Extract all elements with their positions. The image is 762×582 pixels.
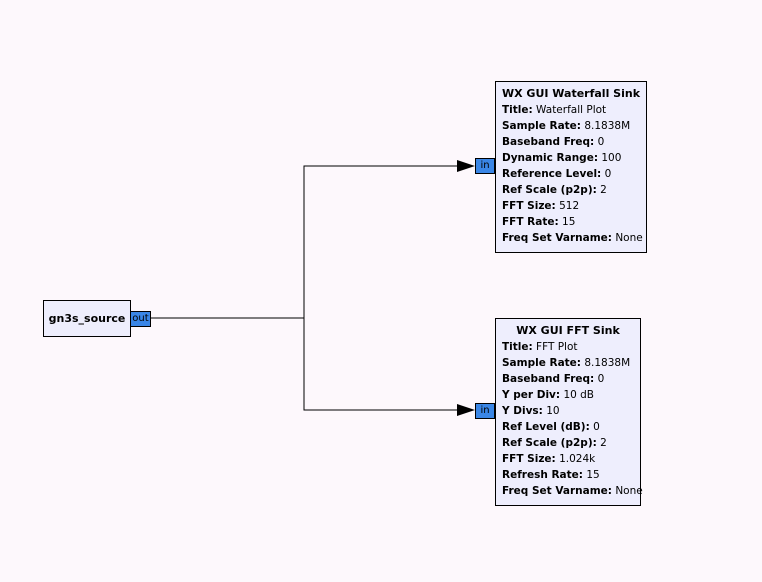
waterfall-param-row: Ref Scale (p2p): 2 (496, 182, 646, 198)
fft-param-value: 0 (597, 373, 605, 385)
wire-source-to-waterfall[interactable] (151, 165, 458, 319)
waterfall-param-value: 0 (597, 136, 605, 148)
arrow-fft-in (457, 404, 475, 416)
waterfall-in-port[interactable]: in (475, 158, 495, 174)
fft-param-value: 0 (593, 421, 600, 433)
source-out-port[interactable]: out (130, 311, 151, 327)
fft-param-key: Sample Rate: (502, 357, 581, 369)
fft-param-value: FFT Plot (536, 341, 578, 353)
waterfall-param-key: FFT Rate: (502, 216, 559, 228)
fft-param-value: 2 (600, 437, 607, 449)
waterfall-sink-block[interactable]: WX GUI Waterfall Sink Title: Waterfall P… (495, 81, 647, 253)
waterfall-param-key: Freq Set Varname: (502, 232, 612, 244)
fft-sink-title: WX GUI FFT Sink (516, 324, 620, 337)
waterfall-param-row: Title: Waterfall Plot (496, 102, 646, 118)
fft-param-key: Ref Level (dB): (502, 421, 590, 433)
waterfall-param-row: Freq Set Varname: None (496, 230, 646, 246)
fft-param-value: 8.1838M (584, 357, 631, 369)
fft-param-value: None (615, 485, 643, 497)
fft-param-row: Y per Div: 10 dB (496, 387, 640, 403)
gn3s-source-block[interactable]: gn3s_source (43, 300, 131, 337)
waterfall-param-row: FFT Size: 512 (496, 198, 646, 214)
waterfall-param-value: None (615, 232, 643, 244)
waterfall-param-value: 15 (562, 216, 576, 228)
waterfall-param-key: FFT Size: (502, 200, 556, 212)
waterfall-param-key: Reference Level: (502, 168, 602, 180)
gn3s-source-title: gn3s_source (48, 312, 126, 325)
waterfall-param-value: 512 (559, 200, 580, 212)
fft-param-value: 15 (586, 469, 600, 481)
waterfall-param-value: 2 (600, 184, 607, 196)
arrow-waterfall-in (457, 160, 475, 172)
waterfall-param-key: Sample Rate: (502, 120, 581, 132)
waterfall-param-value: 8.1838M (584, 120, 631, 132)
fft-param-row: Y Divs: 10 (496, 403, 640, 419)
fft-param-key: Refresh Rate: (502, 469, 583, 481)
fft-param-row: FFT Size: 1.024k (496, 451, 640, 467)
waterfall-param-row: Reference Level: 0 (496, 166, 646, 182)
fft-param-key: Y per Div: (502, 389, 561, 401)
fft-param-key: FFT Size: (502, 453, 556, 465)
waterfall-param-row: Sample Rate: 8.1838M (496, 118, 646, 134)
waterfall-param-row: FFT Rate: 15 (496, 214, 646, 230)
waterfall-param-key: Title: (502, 104, 533, 116)
waterfall-param-key: Ref Scale (p2p): (502, 184, 597, 196)
wire-source-to-fft[interactable] (151, 317, 458, 411)
fft-param-row: Refresh Rate: 15 (496, 467, 640, 483)
fft-param-value: 1.024k (559, 453, 596, 465)
waterfall-param-key: Dynamic Range: (502, 152, 599, 164)
waterfall-param-key: Baseband Freq: (502, 136, 595, 148)
waterfall-param-row: Baseband Freq: 0 (496, 134, 646, 150)
fft-param-row: Ref Scale (p2p): 2 (496, 435, 640, 451)
fft-param-row: Sample Rate: 8.1838M (496, 355, 640, 371)
fft-param-key: Freq Set Varname: (502, 485, 612, 497)
fft-param-value: 10 (546, 405, 560, 417)
fft-param-row: Baseband Freq: 0 (496, 371, 640, 387)
fft-param-key: Y Divs: (502, 405, 543, 417)
fft-param-key: Title: (502, 341, 533, 353)
fft-param-row: Freq Set Varname: None (496, 483, 643, 499)
waterfall-sink-title: WX GUI Waterfall Sink (501, 87, 641, 100)
fft-in-port[interactable]: in (475, 403, 495, 419)
fft-param-value: 10 dB (563, 389, 595, 401)
waterfall-param-value: Waterfall Plot (536, 104, 607, 116)
waterfall-param-value: 0 (604, 168, 612, 180)
fft-param-row: Title: FFT Plot (496, 339, 640, 355)
fft-param-key: Baseband Freq: (502, 373, 595, 385)
waterfall-param-row: Dynamic Range: 100 (496, 150, 646, 166)
fft-param-key: Ref Scale (p2p): (502, 437, 597, 449)
fft-param-row: Ref Level (dB): 0 (496, 419, 640, 435)
waterfall-param-value: 100 (601, 152, 622, 164)
